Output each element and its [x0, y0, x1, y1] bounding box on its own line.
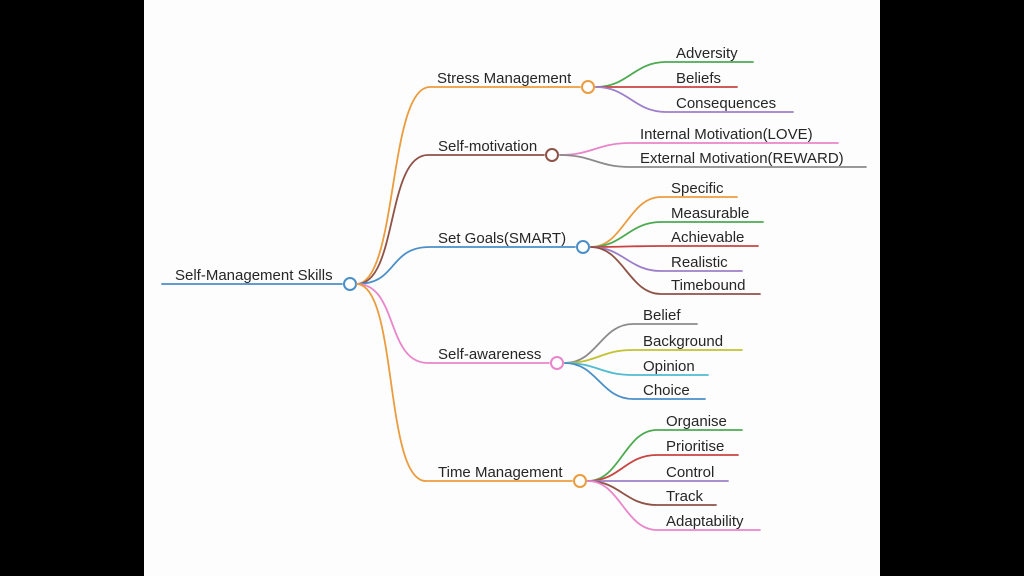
node-label[interactable]: Track: [666, 488, 703, 505]
node-label[interactable]: Stress Management: [437, 70, 572, 87]
child-line: [590, 196, 738, 248]
child-line: [564, 323, 698, 364]
node-label[interactable]: Prioritise: [666, 438, 724, 455]
node-label[interactable]: Organise: [666, 413, 727, 430]
node-stress-management: Stress Management: [356, 70, 595, 285]
node-label[interactable]: Control: [666, 464, 714, 481]
node-root: Self-Management Skills: [161, 267, 357, 291]
node-external-motivation: External Motivation(REWARD): [559, 150, 867, 168]
node-label[interactable]: Consequences: [676, 95, 776, 112]
collapse-toggle-root[interactable]: [343, 277, 357, 291]
node-label[interactable]: Set Goals(SMART): [438, 230, 566, 247]
node-label[interactable]: Self-awareness: [438, 346, 541, 363]
child-line: [559, 154, 867, 168]
node-self-awareness: Self-awareness: [356, 283, 564, 370]
node-label[interactable]: Internal Motivation(LOVE): [640, 126, 813, 143]
child-line: [595, 61, 754, 88]
node-set-goals: Set Goals(SMART): [356, 230, 590, 285]
node-label[interactable]: Specific: [671, 180, 724, 197]
node-beliefs: Beliefs: [595, 70, 738, 88]
node-label[interactable]: Choice: [643, 382, 690, 399]
collapse-toggle[interactable]: [573, 474, 587, 488]
node-choice: Choice: [564, 362, 706, 400]
child-line: [590, 221, 764, 248]
branch-line: [356, 154, 545, 285]
node-consequences: Consequences: [595, 86, 794, 113]
node-label[interactable]: Time Management: [438, 464, 563, 481]
node-label[interactable]: Belief: [643, 307, 681, 324]
node-adversity: Adversity: [595, 45, 754, 88]
node-label[interactable]: Adaptability: [666, 513, 744, 530]
node-prioritise: Prioritise: [587, 438, 739, 482]
node-timebound: Timebound: [590, 246, 761, 295]
node-label[interactable]: Opinion: [643, 358, 695, 375]
node-label[interactable]: Adversity: [676, 45, 738, 62]
node-label[interactable]: Beliefs: [676, 70, 721, 87]
collapse-toggle[interactable]: [545, 148, 559, 162]
node-achievable: Achievable: [590, 229, 759, 248]
child-line: [587, 454, 739, 482]
node-realistic: Realistic: [590, 246, 743, 272]
node-label[interactable]: Self-motivation: [438, 138, 537, 155]
node-label[interactable]: Background: [643, 333, 723, 350]
child-line: [587, 429, 743, 482]
node-label[interactable]: Timebound: [671, 277, 746, 294]
node-belief: Belief: [564, 307, 698, 364]
node-label[interactable]: Achievable: [671, 229, 744, 246]
node-self-motivation: Self-motivation: [356, 138, 559, 285]
child-line: [587, 480, 761, 531]
node-label[interactable]: Realistic: [671, 254, 728, 271]
branch-line: [356, 283, 550, 364]
node-adaptability: Adaptability: [587, 480, 761, 531]
collapse-toggle[interactable]: [581, 80, 595, 94]
node-time-management: Time Management: [356, 283, 587, 488]
child-line: [590, 245, 759, 248]
mindmap-canvas: [144, 0, 880, 576]
node-specific: Specific: [590, 180, 738, 248]
child-line: [590, 246, 761, 295]
node-track: Track: [587, 480, 717, 506]
collapse-toggle[interactable]: [576, 240, 590, 254]
branch-line: [356, 283, 573, 482]
node-label[interactable]: Measurable: [671, 205, 749, 222]
node-label[interactable]: External Motivation(REWARD): [640, 150, 844, 167]
node-measurable: Measurable: [590, 205, 764, 248]
node-label-root[interactable]: Self-Management Skills: [175, 267, 333, 284]
collapse-toggle[interactable]: [550, 356, 564, 370]
child-line: [595, 86, 794, 113]
branch-line: [356, 86, 581, 285]
node-organise: Organise: [587, 413, 743, 482]
branch-line: [356, 246, 576, 285]
child-line: [564, 362, 706, 400]
